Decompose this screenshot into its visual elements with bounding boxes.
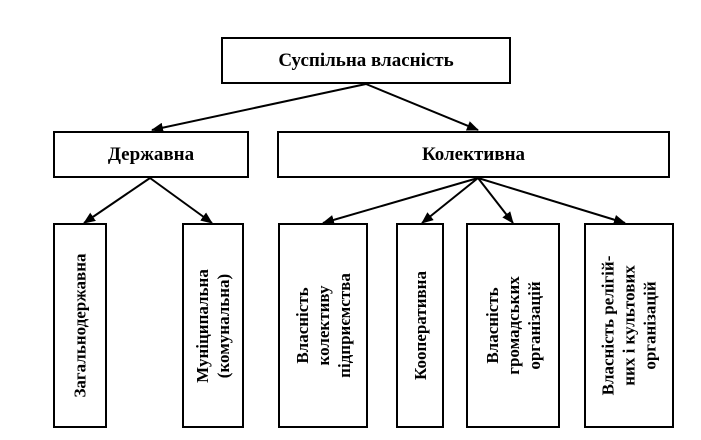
root-node-label: Суспільна власність — [278, 49, 454, 71]
enterprise-node-label-line-1: Власність — [292, 287, 312, 364]
arrow-state-to-municipal — [149, 177, 213, 224]
enterprise-node-box: Власність колективу підприємства — [278, 223, 368, 428]
public-orgs-node-label-line-2: громадських — [503, 276, 523, 375]
arrow-root-to-collective — [365, 83, 479, 131]
root-node-box: Суспільна власність — [221, 37, 511, 84]
enterprise-node-label-line-3: підприємства — [334, 273, 354, 378]
cooperative-node-label: Кооперативна — [410, 271, 430, 380]
national-node-label: Загальнодержавна — [70, 253, 90, 398]
arrow-collective-to-cooperative — [421, 177, 479, 224]
public-orgs-node-label-line-3: організацій — [524, 281, 544, 370]
religious-orgs-node-label-line-3: організацій — [640, 281, 660, 370]
religious-orgs-node-label-line-1: Власність релігій- — [598, 255, 618, 396]
religious-orgs-node-label-line-2: них і культових — [619, 265, 639, 386]
arrow-collective-to-enterprise — [322, 177, 479, 225]
collective-node-box: Колективна — [277, 131, 670, 178]
arrow-collective-to-public-orgs — [477, 177, 514, 224]
public-orgs-node-box: Власність громадських організацій — [466, 223, 560, 428]
municipal-node-box: Муніципальна (комунальна) — [182, 223, 244, 428]
religious-orgs-node-box: Власність релігій- них і культових орган… — [584, 223, 674, 428]
cooperative-node-box: Кооперативна — [396, 223, 444, 428]
enterprise-node-label-line-2: колективу — [313, 285, 333, 366]
public-orgs-node-label-line-1: Власність — [482, 287, 502, 364]
state-node-box: Державна — [53, 131, 249, 178]
municipal-node-label-line-1: Муніципальна — [193, 268, 213, 383]
national-node-box: Загальнодержавна — [53, 223, 107, 428]
municipal-node-label-line-2: (комунальна) — [214, 273, 234, 378]
collective-node-label: Колективна — [421, 143, 526, 165]
arrow-state-to-national — [83, 177, 151, 224]
arrow-root-to-state — [151, 83, 367, 133]
state-node-label: Державна — [107, 143, 195, 165]
arrow-collective-to-religious-orgs — [477, 177, 626, 225]
